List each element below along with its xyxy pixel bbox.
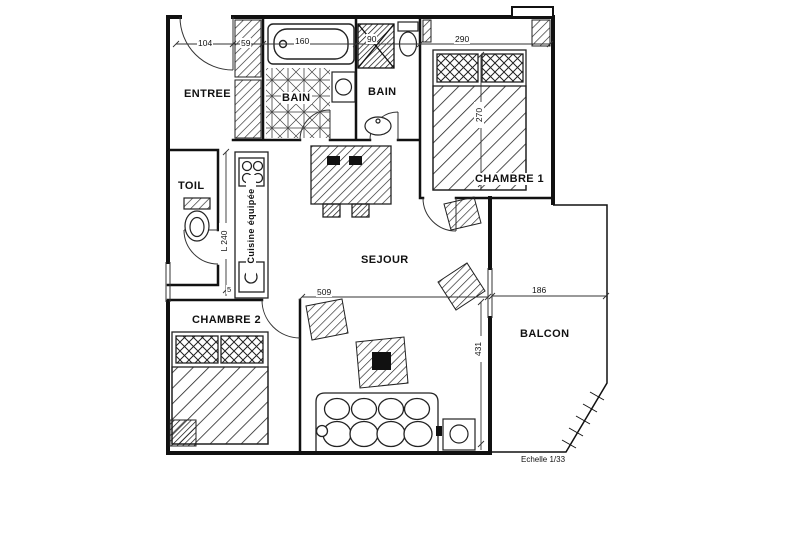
shower-icon: [357, 23, 395, 69]
room-label-chambre2: CHAMBRE 2: [191, 314, 262, 326]
coffee-table-icon: [355, 336, 409, 389]
bed-chambre1-icon: [432, 49, 527, 191]
washbasin-icon: [331, 71, 356, 103]
interior-walls: [166, 15, 555, 455]
balcony-outline: [490, 204, 608, 453]
sink-bain2-icon: [364, 116, 392, 136]
top-right-pillar: [511, 6, 554, 18]
room-label-balcon: BALCON: [519, 328, 571, 340]
room-label-cuisine: Cuisine équipée: [246, 175, 256, 277]
closet-icon: [234, 19, 262, 139]
scale-note: Echelle 1/33: [521, 455, 566, 464]
dim-L240: L 240: [219, 223, 229, 259]
armchair-left-icon: [305, 298, 349, 341]
chambre2-door: [261, 299, 301, 339]
room-label-bain2: BAIN: [367, 86, 398, 98]
bed-chambre2-icon: [171, 331, 269, 445]
radiator-chambre1-icon: [531, 19, 551, 47]
toilet-bain2-icon: [397, 21, 419, 57]
dim-186: 186: [531, 285, 548, 295]
dining-table-icon: [310, 145, 392, 218]
dim-290: 290: [454, 34, 471, 44]
shelf-chambre1-icon: [422, 19, 432, 43]
dim-5: 5: [226, 285, 233, 294]
room-label-entree: ENTREE: [183, 88, 233, 100]
toilet-wc-icon: [183, 197, 211, 242]
side-table-icon: [436, 418, 476, 451]
dim-270: 270: [474, 102, 484, 128]
dim-90: 90: [366, 34, 378, 44]
dim-59: 59: [240, 38, 252, 48]
room-label-bain1: BAIN: [281, 92, 312, 104]
room-label-toil: TOIL: [177, 180, 206, 192]
room-label-sejour: SEJOUR: [360, 254, 410, 266]
chair-chambre1-icon: [443, 196, 482, 231]
room-label-chambre1: CHAMBRE 1: [474, 173, 545, 185]
windows: [165, 262, 493, 318]
armchair-right-icon: [437, 262, 486, 311]
dim-104: 104: [197, 38, 214, 48]
nightstand-chambre2-icon: [169, 419, 197, 447]
outer-walls: [166, 15, 555, 455]
sofa-icon: [315, 392, 439, 451]
dim-160: 160: [294, 36, 311, 46]
dim-509: 509: [316, 287, 333, 297]
dim-431: 431: [473, 336, 483, 362]
